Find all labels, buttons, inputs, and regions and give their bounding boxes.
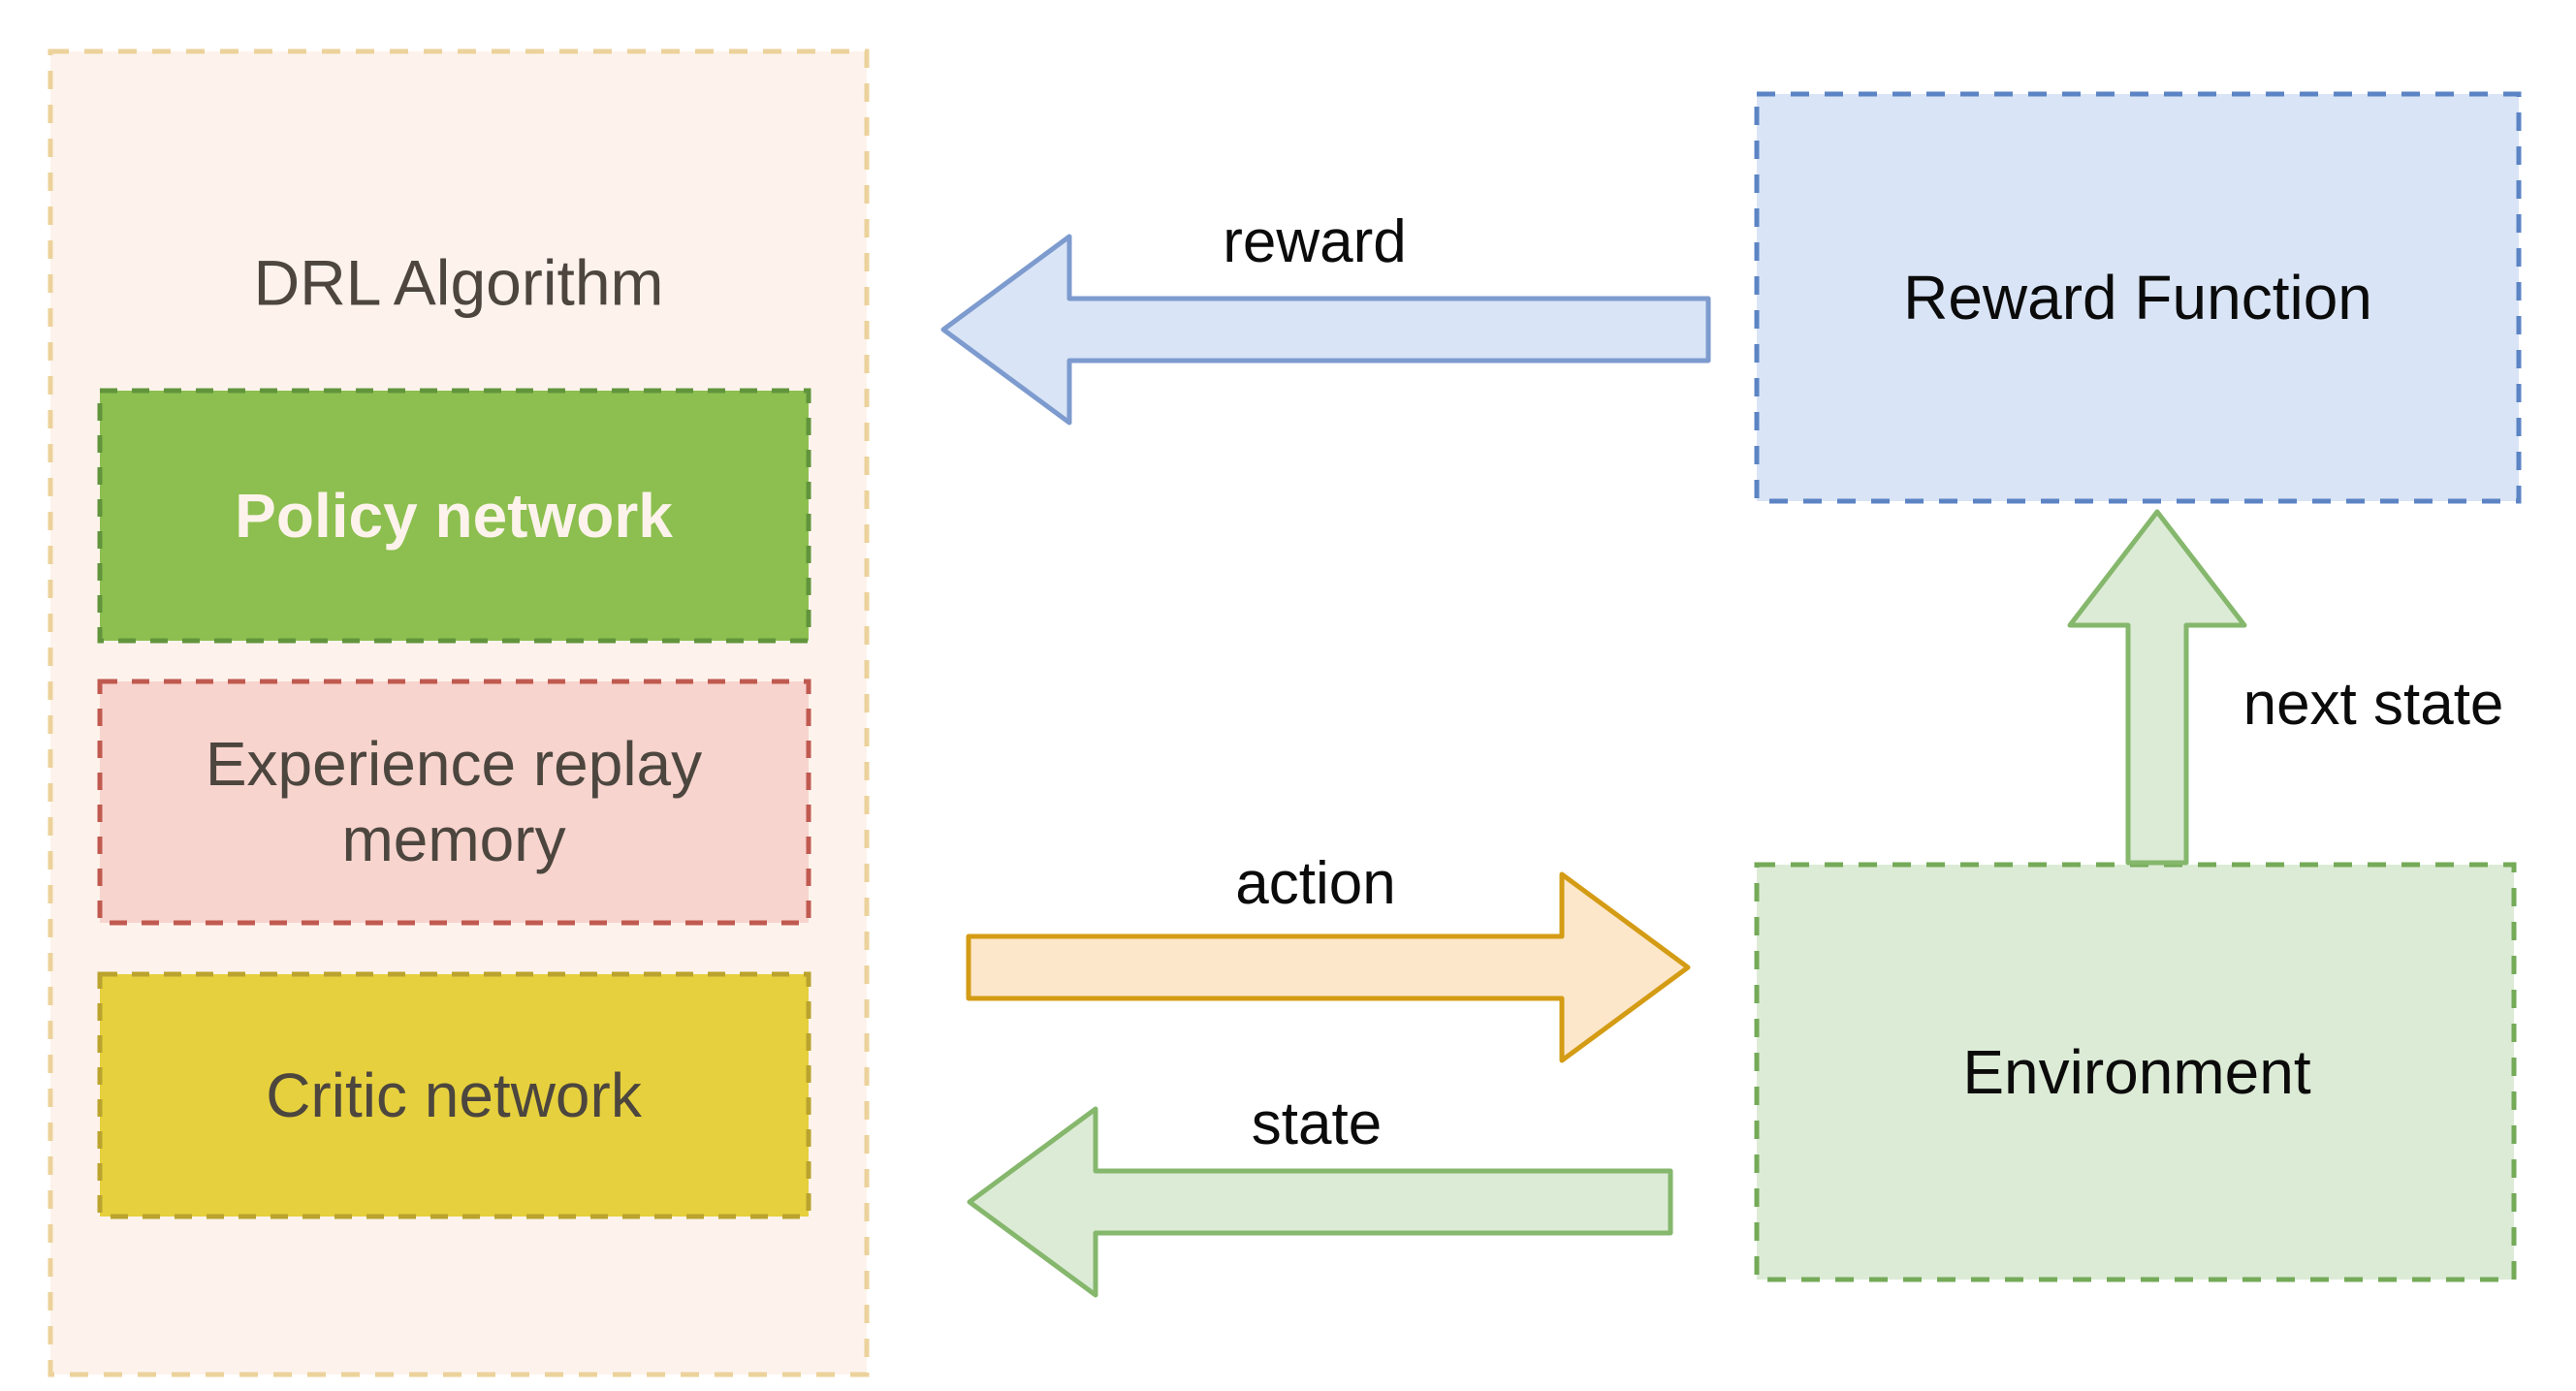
policy-network-node <box>97 388 811 644</box>
policy-network-label: Policy network <box>235 480 673 551</box>
critic-network-label: Critic network <box>266 1059 642 1130</box>
action-arrow <box>966 871 1691 1063</box>
next-state-arrow-label: next state <box>2242 671 2504 739</box>
experience-replay-memory-node <box>97 679 811 926</box>
state-arrow <box>967 1106 1673 1298</box>
next-state-arrow <box>2067 509 2247 866</box>
action-arrow-label: action <box>1235 850 1396 918</box>
drl-algorithm-title: DRL Algorithm <box>253 246 664 319</box>
reward-function-node <box>1754 91 2522 504</box>
reward-arrow <box>940 234 1711 426</box>
experience-replay-memory-label: Experience replay memory <box>205 728 703 874</box>
environment-label: Environment <box>1962 1036 2311 1107</box>
critic-network-node <box>97 971 811 1219</box>
reward-function-label: Reward Function <box>1903 262 2372 332</box>
reward-arrow-label: reward <box>1223 208 1407 276</box>
state-arrow-label: state <box>1251 1091 1383 1158</box>
